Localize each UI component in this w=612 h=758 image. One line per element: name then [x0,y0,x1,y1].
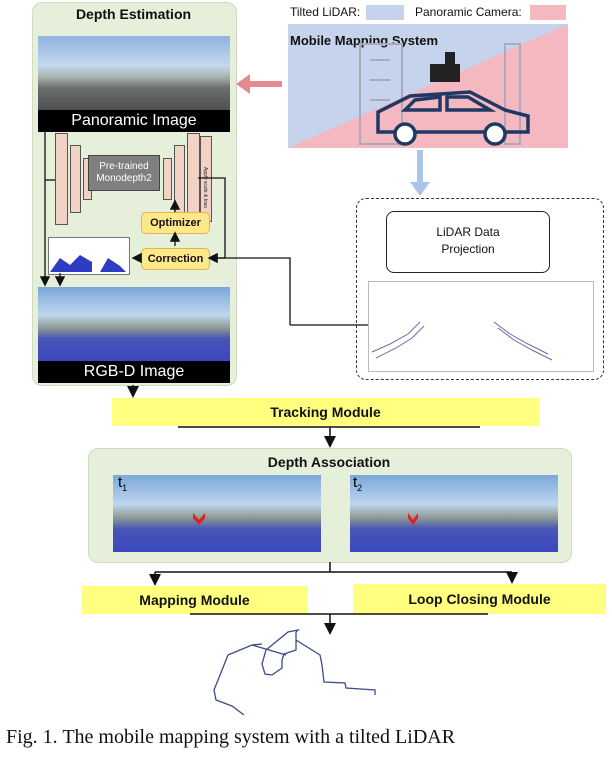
lidar-depth-image [368,281,594,372]
legend-camera-label: Panoramic Camera: [415,5,522,19]
frame-t2-letter: t [353,474,358,491]
frame-t1-image [113,475,321,552]
frame-t2-subscript: 2 [357,483,363,493]
sparse-depth-points [50,255,126,272]
roof-sensor-icon [430,52,460,82]
mobile-mapping-background [288,24,568,148]
decoder-block-1 [163,158,172,200]
association-markers [193,513,418,525]
correction-box: Correction [141,248,210,270]
car-icon [376,90,530,146]
depth-estimation-title: Depth Estimation [75,6,192,22]
building-drawing [359,43,521,145]
lidar-projection-box: LiDAR Data Projection [386,211,550,273]
mapping-module: Mapping Module [82,586,307,614]
trajectory-path [213,628,376,716]
frame-t1-letter: t [118,474,123,491]
legend-lidar-swatch [366,5,404,20]
frame-t1-subscript: 1 [122,483,128,493]
encoder-block-2 [70,145,81,213]
panoramic-image [38,36,230,110]
tracking-module: Tracking Module [112,398,539,426]
rgbd-image-label: RGB-D Image [38,361,230,383]
legend-camera-swatch [530,5,566,20]
encoder-block-1 [55,133,68,225]
lidar-scan-points [371,321,553,361]
lidar-projection-line1: LiDAR Data [436,225,500,239]
monodepth2-network: Pre-trained Monodepth2 [88,155,160,191]
panoramic-image-label: Panoramic Image [38,110,230,132]
depth-association-title: Depth Association [267,454,391,470]
frame-t1-label: t1 [118,474,127,493]
rgbd-image [38,287,230,361]
loop-closing-module: Loop Closing Module [353,584,606,614]
frame-t2-label: t2 [353,474,362,493]
lidar-projection-line2: Projection [441,242,495,256]
legend-lidar-label: Tilted LiDAR: [290,5,361,19]
figure-caption: Fig. 1. The mobile mapping system with a… [6,726,456,748]
optimizer-box: Optimizer [141,212,210,234]
frame-t2-image [350,475,558,552]
